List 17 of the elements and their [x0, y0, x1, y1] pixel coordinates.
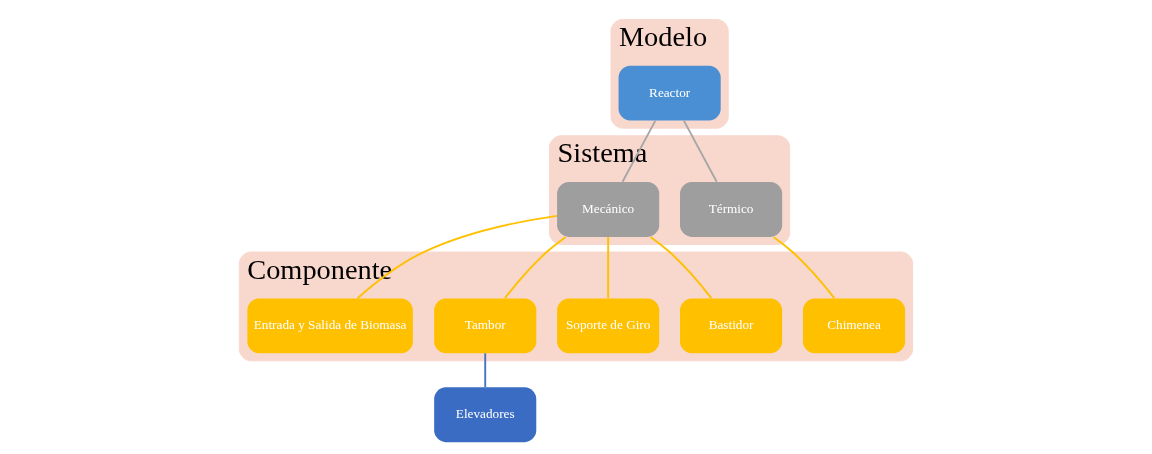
node-box: Entrada y Salida de Biomasa: [247, 298, 413, 354]
connector: [356, 214, 558, 300]
node-box: Elevadores: [434, 387, 537, 443]
connector: [682, 119, 718, 183]
node-box: Chimenea: [802, 298, 906, 354]
node-box: Mecánico: [557, 182, 660, 237]
connector: [607, 236, 610, 300]
node-box: Soporte de Giro: [557, 298, 660, 354]
connector: [504, 236, 567, 299]
connector: [621, 119, 657, 183]
node-box: Reactor: [618, 65, 721, 121]
node-box: Térmico: [680, 182, 783, 237]
connector: [649, 236, 713, 299]
node-box: Bastidor: [680, 298, 783, 354]
node-box: Tambor: [434, 298, 537, 354]
connector: [484, 352, 487, 388]
connector: [772, 236, 836, 299]
